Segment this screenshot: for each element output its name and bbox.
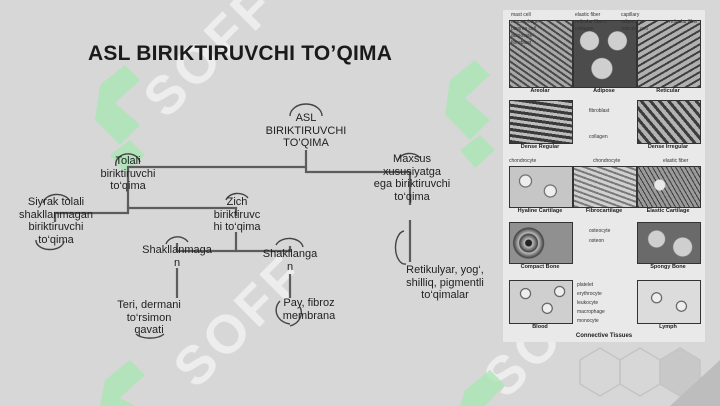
tissue-label: macrophage	[577, 309, 605, 315]
tissue-label: reticular fiber	[669, 19, 698, 25]
tissue-caption: Hyaline Cartilage	[517, 208, 563, 214]
tissue-caption: Adipose	[593, 88, 615, 94]
node-teri: Teri, dermani to‘rsimon qavati	[117, 299, 181, 336]
tissue-image	[509, 222, 573, 264]
tissue-image	[637, 100, 701, 144]
tissue-image	[637, 166, 701, 208]
tissue-image	[573, 20, 637, 88]
figure-footer: Connective Tissues	[575, 333, 633, 339]
connective-tissues-figure: Areolar Adipose Reticular mast cell macr…	[503, 10, 705, 342]
tissue-image	[509, 280, 573, 324]
tissue-label: reticular cell	[621, 26, 648, 32]
node-siyrak: Siyrak tolali shakllanmagan biriktiruvch…	[19, 196, 93, 246]
tissue-label: osteon	[589, 238, 605, 244]
tissue-caption: Reticular	[656, 88, 680, 94]
tissue-label: fibroblast	[511, 40, 532, 46]
node-zich: Zich biriktiruvc hi to‘qima	[213, 196, 261, 233]
tissue-image	[637, 20, 701, 88]
hexagon-decoration-icon	[579, 347, 720, 406]
tissue-label: adipocyte	[511, 33, 533, 39]
tissue-label: collagen	[575, 26, 594, 32]
tissue-caption: Dense Regular	[520, 144, 560, 150]
watermark-logo-icon	[445, 60, 495, 168]
tissue-label: reticular fibers	[575, 19, 607, 25]
tissue-label: macrophage	[511, 19, 539, 25]
tissue-label: elastic fiber	[575, 12, 601, 18]
tissue-label: leukocyte	[577, 300, 599, 306]
node-retikulyar: Retikulyar, yog‘, shilliq, pigmentli to‘…	[406, 264, 484, 301]
node-shakllangan: Shakllanga n	[262, 248, 318, 273]
node-shakllanmagan: Shakllanmaga n	[142, 244, 212, 269]
tissue-label: erythrocyte	[577, 291, 602, 297]
tissue-label: monocyte	[577, 318, 599, 324]
tissue-caption: Areolar	[530, 88, 550, 94]
tissue-label: collagen	[589, 134, 608, 140]
tissue-image	[637, 280, 701, 324]
tissue-label: fibroblast	[589, 108, 610, 114]
watermark-logo-icon	[100, 360, 145, 406]
tissue-caption: Dense Irregular	[647, 144, 689, 150]
tissue-caption: Spongy Bone	[650, 264, 686, 270]
tissue-caption: Elastic Cartilage	[646, 208, 690, 214]
node-maxsus: Maxsus xususiyatga ega biriktiruvchi to‘…	[373, 153, 451, 203]
tissue-caption: Lymph	[659, 324, 677, 330]
tissue-label: osteocyte	[589, 228, 611, 234]
tissue-label: plasma cell	[511, 26, 537, 32]
tissue-label: chondrocyte	[509, 158, 537, 164]
tissue-image	[637, 222, 701, 264]
tissue-image	[509, 20, 573, 88]
tissue-label: adipocyte	[621, 19, 643, 25]
node-pay: Pay, fibroz membrana	[282, 297, 336, 322]
tissue-label: capillary	[621, 12, 640, 18]
tissue-image	[509, 166, 573, 208]
tissue-caption: Fibrocartilage	[585, 208, 623, 214]
node-root: ASL BIRIKTIRUVCHI TO’QIMA	[265, 112, 347, 149]
tissue-caption: Compact Bone	[520, 264, 560, 270]
watermark-logo-icon	[95, 65, 145, 173]
slide-title: ASL BIRIKTIRUVCHI TO’QIMA	[88, 42, 393, 65]
tissue-label: mast cell	[511, 12, 531, 18]
watermark-logo-icon	[460, 370, 505, 406]
tissue-label: elastic fiber	[663, 158, 689, 164]
tissue-label: platelet	[577, 282, 594, 288]
tissue-caption: Blood	[532, 324, 548, 330]
tissue-image	[509, 100, 573, 144]
tissue-image	[573, 166, 637, 208]
node-tolali: Tolali biriktiruvchi to‘qima	[100, 155, 156, 192]
tissue-label: chondrocyte	[593, 158, 621, 164]
